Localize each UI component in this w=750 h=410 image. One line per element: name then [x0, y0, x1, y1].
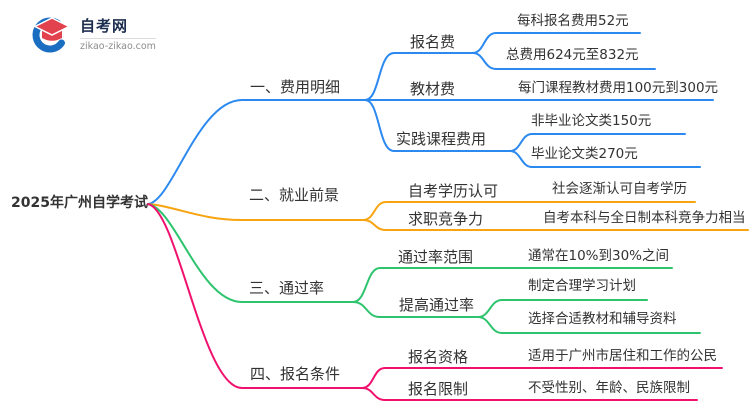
- connector-line: [147, 203, 243, 221]
- connector-line: [472, 52, 656, 70]
- leaf-nonthesis-fee: 非毕业论文类150元: [531, 113, 652, 129]
- subtopic-eligibility: 报名资格: [408, 348, 469, 366]
- connector-line: [509, 133, 686, 152]
- branch-lines-fees: [147, 32, 714, 205]
- leaf-study-plan: 制定合理学习计划: [528, 278, 636, 294]
- connector-line: [364, 52, 474, 101]
- connector-line: [147, 203, 243, 389]
- connector-line: [361, 367, 723, 389]
- logo-title: 自考网: [80, 16, 129, 35]
- branch-topic-fees: 一、费用明细: [250, 78, 341, 96]
- connector-line: [477, 299, 648, 318]
- logo-text: 自考网 zikao-zikao.com: [80, 15, 156, 52]
- branch-lines-employment: [147, 201, 749, 231]
- connector-line: [361, 387, 698, 401]
- branch-lines-passrate: [147, 203, 701, 334]
- subtopic-improve-passrate: 提高通过率: [399, 296, 475, 314]
- branch-lines-requirements: [147, 203, 723, 401]
- branch-topic-requirements: 四、报名条件: [250, 365, 341, 383]
- connector-line: [472, 32, 641, 54]
- connector-line: [147, 99, 243, 205]
- branch-topic-passrate: 三、通过率: [249, 279, 325, 297]
- subtopic-job-competitiveness: 求职竞争力: [408, 210, 484, 228]
- subtopic-registration-fee: 报名费: [410, 33, 456, 51]
- site-logo: 自考网 zikao-zikao.com: [28, 9, 156, 57]
- subtopic-passrate-range: 通过率范围: [398, 248, 474, 266]
- connector-line: [364, 99, 511, 152]
- leaf-social-recognition: 社会逐渐认可自考学历: [552, 181, 687, 197]
- connector-line: [147, 203, 243, 303]
- branch-topic-employment: 二、就业前景: [249, 186, 340, 204]
- leaf-equal-competitiveness: 自考本科与全日制本科竞争力相当: [543, 210, 746, 226]
- leaf-textbook-cost: 每门课程教材费用100元到300元: [518, 80, 719, 96]
- leaf-choose-materials: 选择合适教材和辅导资料: [528, 311, 677, 327]
- connector-line: [362, 219, 749, 231]
- leaf-no-restrictions: 不受性别、年龄、民族限制: [528, 380, 690, 396]
- logo-domain: zikao-zikao.com: [80, 37, 156, 52]
- connector-line: [352, 267, 673, 303]
- leaf-total-fee: 总费用624元至832元: [506, 47, 639, 63]
- connector-line: [509, 150, 701, 168]
- leaf-residents-workers: 适用于广州市居住和工作的公民: [528, 348, 717, 364]
- subtopic-degree-recognition: 自考学历认可: [408, 182, 499, 200]
- connector-line: [362, 201, 696, 221]
- root-topic: 2025年广州自学考试: [11, 195, 148, 211]
- leaf-thesis-fee: 毕业论文类270元: [531, 146, 638, 162]
- leaf-passrate-value: 通常在10%到30%之间: [528, 248, 670, 264]
- subtopic-practical-fee: 实践课程费用: [396, 130, 487, 148]
- subtopic-restrictions: 报名限制: [408, 380, 469, 398]
- leaf-fee-per-subject: 每科报名费用52元: [517, 13, 629, 29]
- connector-line: [352, 301, 479, 318]
- connector-line: [477, 316, 701, 334]
- graduation-cap-icon: [32, 17, 71, 53]
- subtopic-textbook-fee: 教材费: [410, 80, 456, 98]
